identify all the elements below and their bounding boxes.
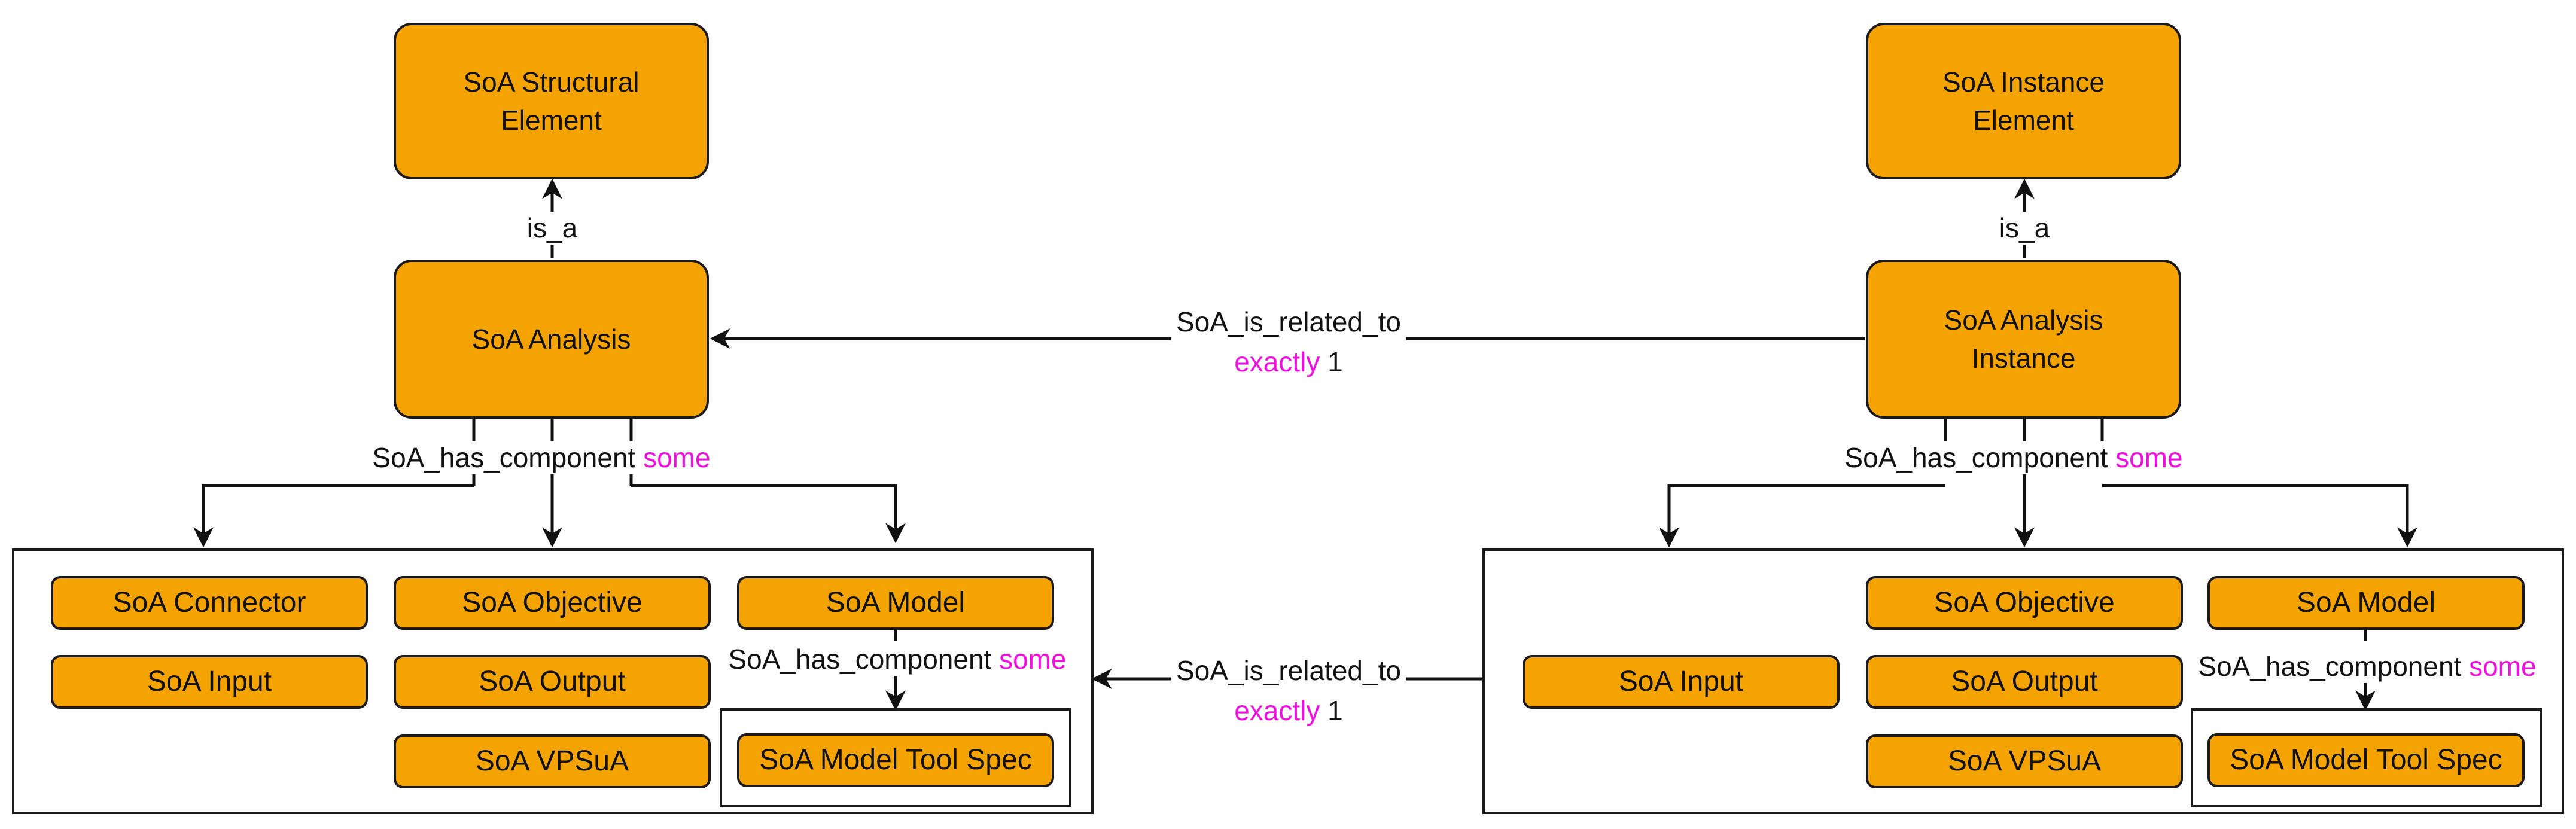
quantifier: some: [999, 644, 1067, 675]
soa-model-node: SoA Model: [2207, 576, 2525, 630]
left-has-component-edge-3: [631, 484, 906, 544]
node-label: SoA Structural Element: [463, 66, 640, 136]
soa-input-node: SoA Input: [1523, 655, 1840, 709]
node-label: SoA Output: [479, 666, 626, 698]
soa-output-node: SoA Output: [1866, 655, 2183, 709]
node-label: SoA Model: [2296, 587, 2436, 619]
quantifier: exactly: [1234, 694, 1320, 726]
soa-output-node: SoA Output: [394, 655, 711, 709]
node-label: SoA Objective: [462, 587, 643, 619]
node-label: SoA Analysis Instance: [1944, 304, 2103, 374]
soa-model-tool-spec-node: SoA Model Tool Spec: [2207, 733, 2525, 787]
relation-name: SoA_is_related_to: [1176, 306, 1401, 337]
node-label: SoA Input: [147, 666, 272, 698]
count: 1: [1327, 694, 1343, 726]
node-label: SoA Input: [1618, 666, 1744, 698]
node-label: SoA Model Tool Spec: [2230, 744, 2502, 776]
node-label: SoA Objective: [1934, 587, 2115, 619]
quantifier: some: [2469, 651, 2537, 682]
relation-name: SoA_has_component: [1844, 442, 2108, 473]
relation-cardinality: exactly 1: [1176, 691, 1401, 731]
node-label: SoA Connector: [112, 587, 306, 619]
node-label: SoA Model Tool Spec: [759, 744, 1032, 776]
quantifier: some: [2115, 442, 2183, 473]
right-has-component-label: SoA_has_component some: [1841, 441, 2187, 475]
node-label: SoA Output: [1951, 666, 2098, 698]
soa-model-tool-spec-node: SoA Model Tool Spec: [737, 733, 1054, 787]
relation-name: SoA_has_component: [728, 644, 992, 675]
soa-structural-element-node: SoA Structural Element: [394, 23, 709, 179]
node-label: SoA VPSuA: [475, 745, 629, 778]
node-label: SoA Model: [826, 587, 966, 619]
top-relation-label: SoA_is_related_to exactly 1: [1171, 302, 1406, 382]
soa-objective-node: SoA Objective: [394, 576, 711, 630]
count: 1: [1327, 346, 1343, 377]
node-label: SoA Instance Element: [1942, 66, 2105, 136]
left-is-a-label: is_a: [523, 212, 581, 245]
quantifier: exactly: [1234, 346, 1320, 377]
soa-model-node: SoA Model: [737, 576, 1054, 630]
right-has-component-edge-1: [1659, 484, 1945, 548]
soa-connector-node: SoA Connector: [51, 576, 368, 630]
soa-vpsua-node: SoA VPSuA: [1866, 734, 2183, 788]
node-label: SoA VPSuA: [1947, 745, 2102, 778]
soa-instance-element-node: SoA Instance Element: [1866, 23, 2181, 179]
right-components-frame: [1482, 548, 2564, 814]
relation-cardinality: exactly 1: [1176, 342, 1401, 382]
left-components-frame: [12, 548, 1094, 814]
node-label: SoA Analysis: [471, 323, 631, 355]
right-is-a-label: is_a: [1995, 212, 2054, 245]
soa-analysis-instance-node: SoA Analysis Instance: [1866, 260, 2181, 419]
quantifier: some: [643, 442, 711, 473]
right-has-component-edge-3: [2102, 484, 2417, 548]
right-model-tool-spec-frame: [2191, 708, 2542, 807]
bottom-relation-label: SoA_is_related_to exactly 1: [1171, 651, 1406, 731]
relation-name: SoA_has_component: [372, 442, 636, 473]
soa-input-node: SoA Input: [51, 655, 368, 709]
left-has-component-edge-1: [193, 484, 474, 548]
left-has-component-label: SoA_has_component some: [369, 441, 714, 475]
soa-objective-node: SoA Objective: [1866, 576, 2183, 630]
right-model-has-component-label: SoA_has_component some: [2194, 650, 2540, 684]
left-model-has-component-label: SoA_has_component some: [724, 643, 1070, 676]
soa-analysis-node: SoA Analysis: [394, 260, 709, 419]
left-model-tool-spec-frame: [720, 708, 1071, 807]
relation-name: SoA_is_related_to: [1176, 655, 1401, 686]
relation-name: SoA_has_component: [2198, 651, 2462, 682]
soa-vpsua-node: SoA VPSuA: [394, 734, 711, 788]
